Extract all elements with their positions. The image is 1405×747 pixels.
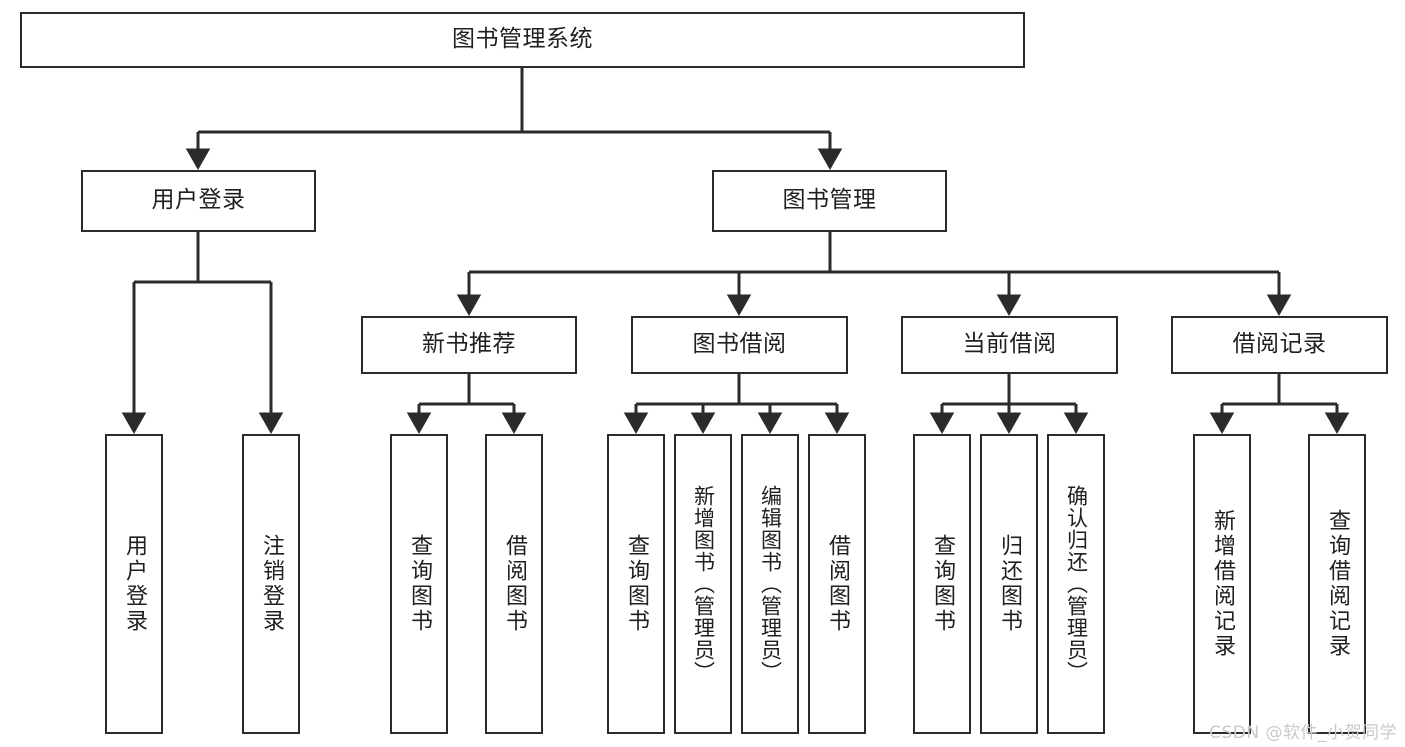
node-label: 确认归还（管理员） [1064, 485, 1089, 683]
leaf-user-login[interactable]: 用户登录 [105, 434, 163, 734]
node-label: 新书推荐 [422, 331, 516, 358]
node-label: 图书借阅 [692, 331, 787, 358]
leaf-query-book-borrow[interactable]: 查询图书 [607, 434, 665, 734]
node-label: 用户登录 [151, 187, 246, 214]
node-label: 图书管理 [782, 187, 877, 214]
leaf-logout-login[interactable]: 注销登录 [242, 434, 300, 734]
node-label: 借阅图书 [502, 534, 527, 634]
node-label: 编辑图书（管理员） [758, 485, 783, 683]
node-borrow-record[interactable]: 借阅记录 [1171, 316, 1388, 374]
node-label: 新增借阅记录 [1210, 509, 1235, 659]
leaf-borrow-book[interactable]: 借阅图书 [808, 434, 866, 734]
node-label: 注销登录 [259, 534, 284, 634]
leaf-return-book[interactable]: 归还图书 [980, 434, 1038, 734]
node-root-system[interactable]: 图书管理系统 [20, 12, 1025, 68]
leaf-confirm-return-admin[interactable]: 确认归还（管理员） [1047, 434, 1105, 734]
node-label: 查询图书 [407, 534, 432, 634]
node-label: 用户登录 [122, 534, 147, 634]
leaf-query-book-current[interactable]: 查询图书 [913, 434, 971, 734]
node-label: 查询图书 [930, 534, 955, 634]
node-label: 图书管理系统 [452, 26, 593, 53]
leaf-edit-book-admin[interactable]: 编辑图书（管理员） [741, 434, 799, 734]
node-label: 当前借阅 [962, 331, 1057, 358]
node-label: 借阅记录 [1232, 331, 1327, 358]
leaf-borrow-book-recommend[interactable]: 借阅图书 [485, 434, 543, 734]
node-label: 归还图书 [997, 534, 1022, 634]
node-new-book-recommend[interactable]: 新书推荐 [361, 316, 577, 374]
node-label: 新增图书（管理员） [691, 485, 716, 683]
node-book-borrow[interactable]: 图书借阅 [631, 316, 848, 374]
leaf-query-book-recommend[interactable]: 查询图书 [390, 434, 448, 734]
leaf-add-borrow-record[interactable]: 新增借阅记录 [1193, 434, 1251, 734]
leaf-query-borrow-record[interactable]: 查询借阅记录 [1308, 434, 1366, 734]
leaf-add-book-admin[interactable]: 新增图书（管理员） [674, 434, 732, 734]
node-label: 查询图书 [624, 534, 649, 634]
node-label: 借阅图书 [825, 534, 850, 634]
node-user-login[interactable]: 用户登录 [81, 170, 316, 232]
node-current-borrow[interactable]: 当前借阅 [901, 316, 1118, 374]
node-label: 查询借阅记录 [1325, 509, 1350, 659]
node-book-manage[interactable]: 图书管理 [712, 170, 947, 232]
watermark-text: CSDN @软件_小贺同学 [1209, 723, 1397, 743]
